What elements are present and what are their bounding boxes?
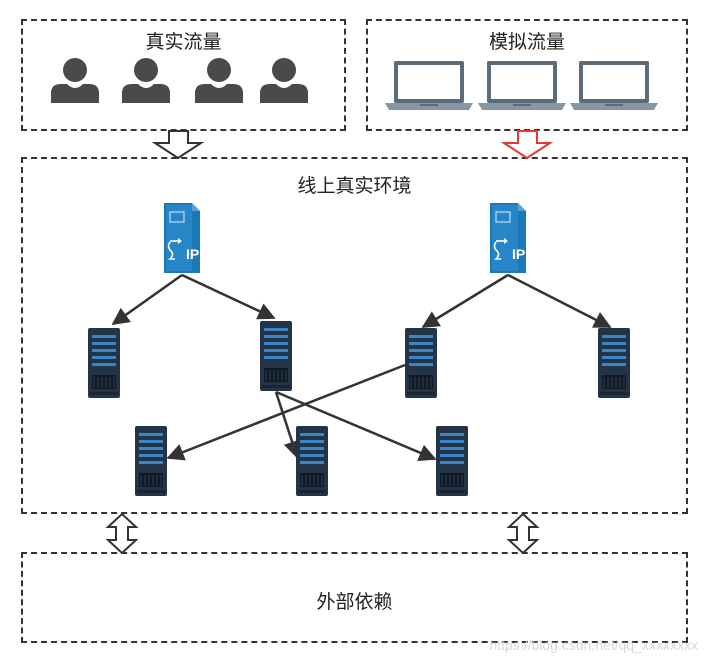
online-env-label: 线上真实环境	[297, 175, 412, 197]
load-balancer-ip-text: IP	[512, 246, 525, 262]
lb1-to-server1-arrow	[111, 273, 183, 326]
load-balancer-ip-text: IP	[186, 246, 199, 262]
server2-to-server7-arrow	[275, 390, 437, 461]
laptop-icon	[478, 61, 566, 110]
server-icon	[404, 327, 438, 399]
real-traffic-label: 真实流量	[145, 31, 222, 53]
load-balancer-icon: IP	[489, 202, 527, 274]
user-icon	[260, 58, 308, 103]
bidirectional-arrow	[506, 512, 540, 555]
external-deps-box: 外部依赖	[21, 552, 688, 643]
simulated-traffic-arrow	[500, 130, 554, 160]
server-icon	[295, 425, 329, 497]
simulated-traffic-label: 模拟流量	[488, 31, 565, 53]
user-icon	[51, 58, 99, 103]
server-icon	[134, 425, 168, 497]
lb2-to-server4-arrow	[507, 273, 612, 329]
server-icon	[597, 327, 631, 399]
server2-to-server6-arrow	[274, 391, 301, 459]
real-traffic-arrow	[151, 130, 205, 160]
laptop-icon	[570, 61, 658, 110]
laptop-icon	[385, 61, 473, 110]
server-icon	[259, 320, 293, 392]
online-env-box: 线上真实环境	[21, 157, 688, 514]
bidirectional-arrow	[105, 512, 139, 555]
watermark: https://blog.csdn.net/qq_xxxxxxxx	[489, 637, 698, 653]
lb1-to-server2-arrow	[181, 273, 276, 320]
external-deps-label: 外部依赖	[316, 591, 393, 613]
server-icon	[435, 425, 469, 497]
lb2-to-server3-arrow	[421, 273, 509, 329]
user-icon	[195, 58, 243, 103]
user-icon	[122, 58, 170, 103]
server3-to-server5-arrow	[166, 363, 406, 461]
load-balancer-icon: IP	[163, 202, 201, 274]
server-icon	[87, 327, 121, 399]
